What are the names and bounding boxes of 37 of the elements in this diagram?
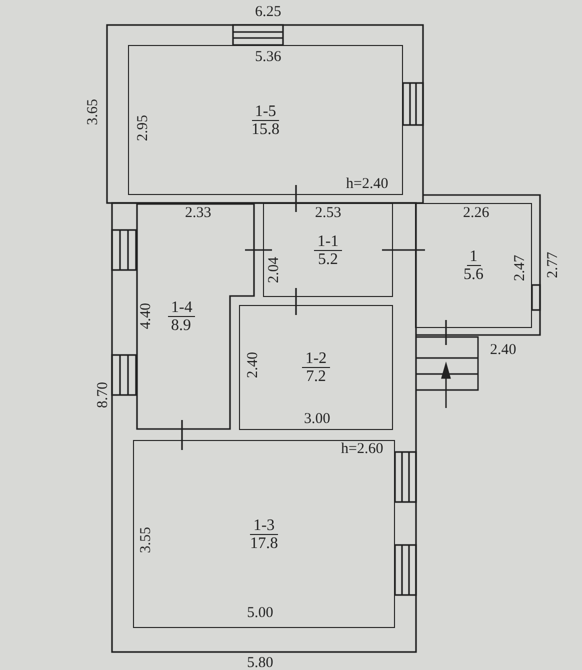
room-area: 8.9	[168, 317, 194, 334]
dimension-label: 2.53	[315, 205, 342, 221]
dimension-label: 2.95	[135, 114, 152, 142]
ceiling-height-label: h=2.60	[341, 441, 384, 457]
dimension-label: 8.70	[95, 382, 112, 408]
ceiling-height-label: h=2.40	[346, 176, 388, 192]
room-area: 17.8	[247, 534, 281, 552]
room-area: 5.6	[460, 266, 486, 283]
dimension-label: 5.36	[255, 49, 282, 65]
dimension-label: 6.25	[255, 4, 282, 20]
room-area: 7.2	[303, 368, 329, 385]
room-number: 1-1	[314, 232, 342, 250]
room-outline	[263, 203, 393, 297]
dimension-label: 2.04	[266, 256, 282, 284]
room-number: 1-5	[252, 102, 280, 120]
dimension-label: 2.40	[245, 352, 262, 378]
dimension-label: 3.55	[138, 526, 154, 554]
room-number: 1-3	[250, 516, 278, 534]
room-area: 5.2	[315, 250, 341, 268]
dimension-label: 3.65	[85, 98, 102, 126]
dimension-label: 5.80	[247, 654, 274, 670]
room-number: 1	[466, 248, 480, 266]
dimension-label: 2.47	[512, 254, 528, 282]
dimension-label: 5.00	[247, 605, 274, 621]
room-area: 15.8	[248, 120, 282, 138]
room-number: 1-2	[302, 350, 330, 368]
dimension-label: 2.33	[185, 205, 212, 221]
room-outline	[415, 203, 532, 328]
dimension-label: 2.77	[545, 252, 562, 278]
dimension-label: 2.26	[463, 205, 490, 221]
dimension-label: 4.40	[138, 302, 154, 330]
room-outline	[128, 45, 403, 195]
room-outline	[239, 305, 393, 430]
dimension-label: 2.40	[490, 342, 516, 358]
room-outline	[133, 440, 395, 628]
room-number: 1-4	[168, 299, 196, 317]
dimension-label: 3.00	[304, 411, 330, 427]
